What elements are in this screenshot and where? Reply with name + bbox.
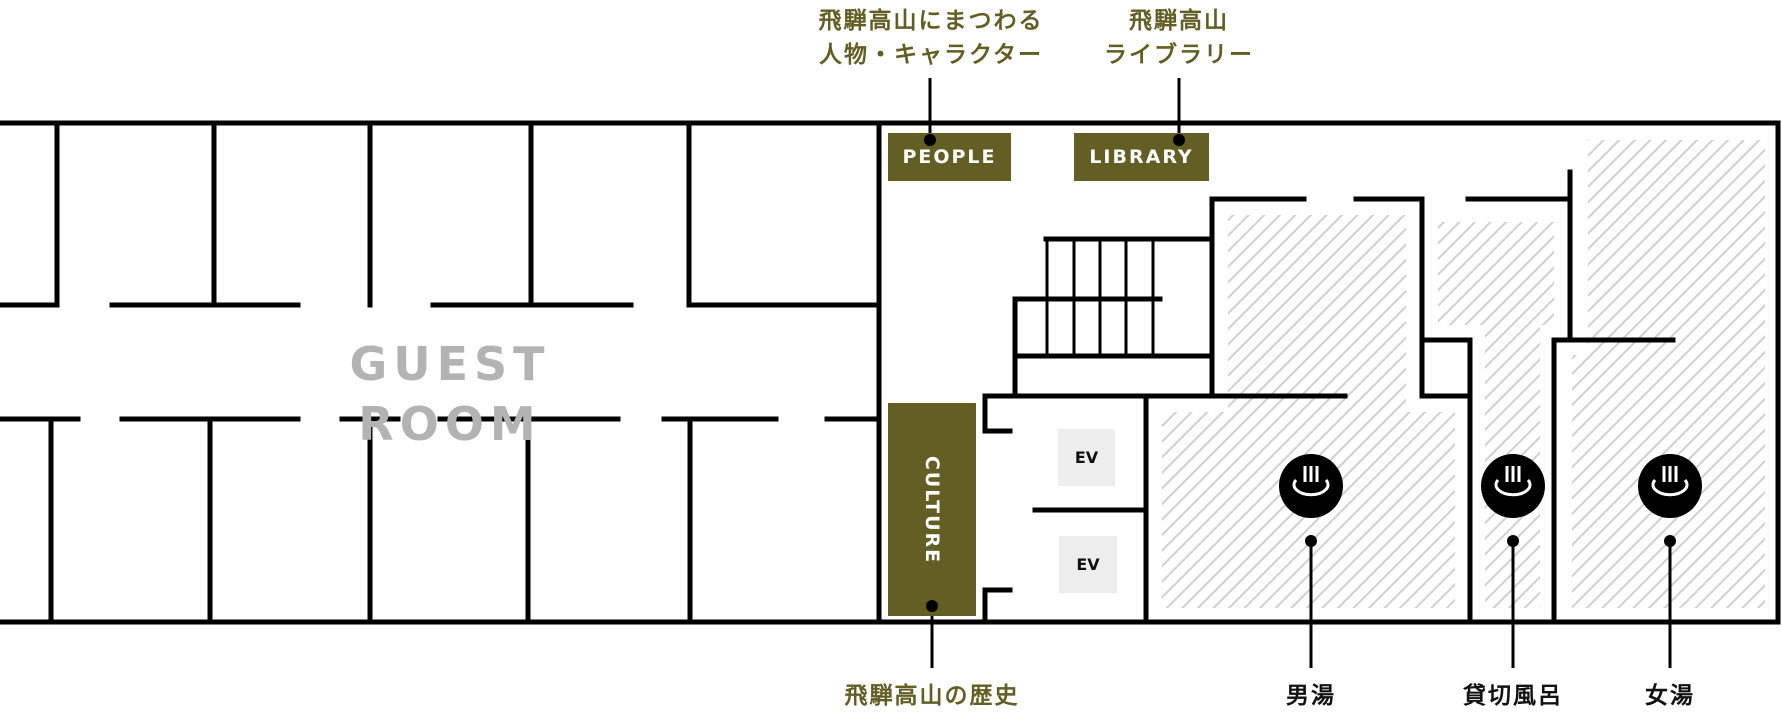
private-bath-upper-area	[1438, 222, 1554, 325]
culture-callout[interactable]: 飛騨高山の歴史	[782, 679, 1082, 713]
elevator-1-label: EV	[1074, 448, 1099, 467]
onsen-icon-private	[1481, 454, 1545, 518]
library-tag-label: LIBRARY	[1089, 146, 1194, 168]
elevator-1: EV	[1058, 429, 1115, 486]
mens-bath-label[interactable]: 男湯	[1286, 683, 1336, 709]
onsen-icon-mens	[1279, 454, 1343, 518]
library-callout[interactable]: 飛騨高山 ライブラリー	[1079, 4, 1279, 72]
bath-floor-hatching	[1162, 140, 1765, 608]
people-callout[interactable]: 飛騨高山にまつわる 人物・キャラクター	[781, 4, 1081, 72]
onsen-icon-womens	[1638, 454, 1702, 518]
elevator-2-label: EV	[1076, 555, 1100, 574]
people-tag-label: PEOPLE	[902, 146, 997, 168]
culture-tag[interactable]: CULTURE	[888, 403, 976, 616]
library-callout-line1: 飛騨高山	[1129, 8, 1229, 34]
people-tag[interactable]: PEOPLE	[888, 133, 1011, 181]
people-callout-line2: 人物・キャラクター	[818, 42, 1044, 68]
library-tag[interactable]: LIBRARY	[1074, 133, 1209, 181]
womens-bath-label[interactable]: 女湯	[1645, 683, 1695, 709]
elevator-2: EV	[1059, 536, 1117, 593]
library-callout-line2: ライブラリー	[1104, 42, 1254, 68]
womens-bath-upper-area	[1588, 140, 1765, 355]
private-bath-label[interactable]: 貸切風呂	[1463, 683, 1563, 709]
culture-callout-line1: 飛騨高山の歴史	[844, 683, 1020, 709]
walls	[0, 120, 1781, 625]
guest-room-label: GUEST ROOM	[349, 337, 551, 451]
callout-leaders	[928, 78, 1672, 668]
culture-tag-label: CULTURE	[921, 455, 943, 564]
mens-bath-upper-area	[1228, 215, 1406, 413]
people-callout-line1: 飛騨高山にまつわる	[818, 8, 1044, 34]
